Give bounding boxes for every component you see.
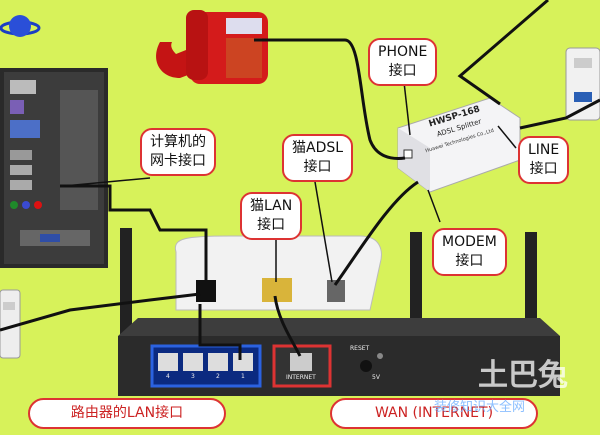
adsl-port-label: 猫ADSL 接口 [282,134,354,182]
adsl-label-line1: 猫ADSL [292,140,344,156]
router [118,228,560,396]
cat-lan-label-line2: 接口 [257,217,286,233]
pointer-lines [63,81,517,283]
nic-label-line2: 网卡接口 [150,153,206,169]
adsl-label-line2: 接口 [303,159,332,175]
watermark-big: 土巴兔 [478,358,568,393]
line-port-label: LINE 接口 [518,136,570,184]
watermark-small: 装修知识大全网 [434,400,526,415]
telephone [156,10,268,84]
modem-port-label: MODEM 接口 [432,228,507,276]
cat-lan-port-label: 猫LAN 接口 [240,192,303,240]
nic-port-label: 计算机的 网卡接口 [140,128,216,176]
router-power-text: 5V [372,374,380,381]
router-port-1: 1 [241,373,245,380]
modem-label-line2: 接口 [455,253,484,269]
router-lan-label: 路由器的LAN接口 [28,398,226,429]
wan-label: WAN (INTERNET) [330,398,538,429]
adsl-modem [174,235,382,311]
router-internet-text: INTERNET [286,374,316,381]
splitter-box [397,97,521,193]
line-label-line2: 接口 [529,161,558,177]
cables [0,0,600,360]
router-port-4: 4 [166,373,170,380]
modem-label-line1: MODEM [442,234,497,250]
wall-socket-right [565,47,600,121]
phone-label-line2: 接口 [388,63,417,79]
phone-port-label: PHONE 接口 [368,38,438,86]
computer-tower [0,68,108,268]
phone-label-line1: PHONE [378,44,428,60]
planet-logo [0,15,41,37]
cat-lan-label-line1: 猫LAN [250,198,293,214]
router-reset-text: RESET [350,345,370,352]
nic-label-line1: 计算机的 [150,134,206,150]
router-port-3: 3 [191,373,195,380]
router-port-2: 2 [216,373,220,380]
line-label-line1: LINE [528,142,560,158]
